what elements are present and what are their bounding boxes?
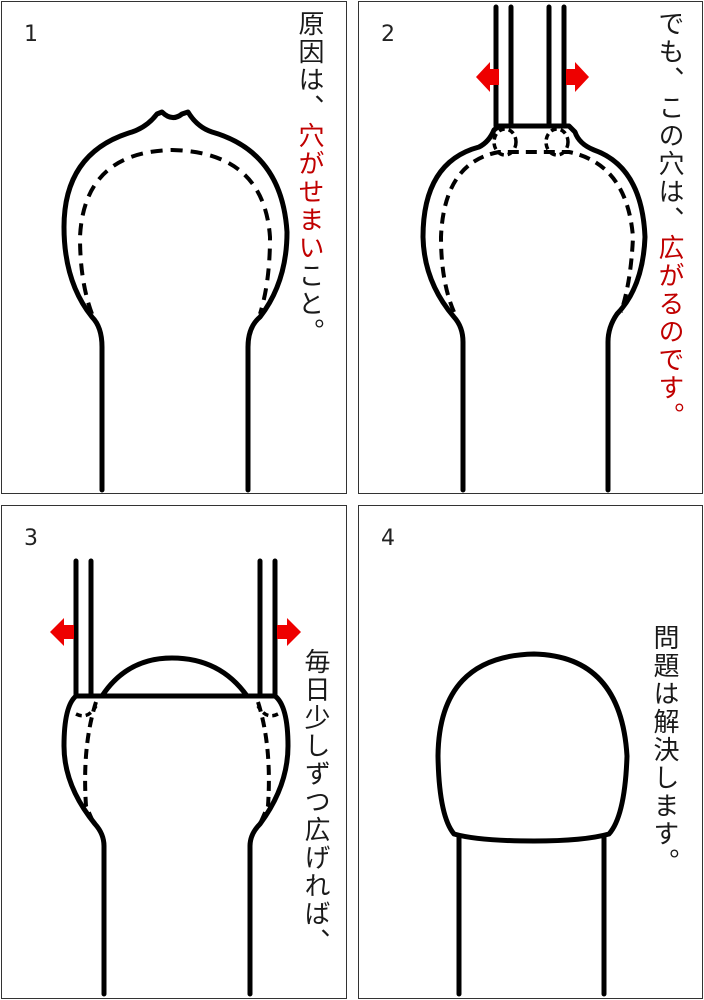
illustration-retracted-glans [435,651,630,997]
panel-number: 2 [381,22,395,47]
illustration-fingers-stretching [420,4,648,493]
illustration-widened-opening [50,558,301,997]
caption: 問題は解決します。 [649,624,679,876]
illustration-narrow-opening [61,109,290,493]
panel-1: 1 原因は、穴がせまいこと。 [1,1,347,494]
panel-number: 3 [24,526,38,551]
caption-highlight: 広がるのです。 [654,234,684,430]
panel-3: 3 毎日少しずつ広げれば、 [1,505,347,999]
caption-highlight: 穴がせまい [294,122,324,262]
red-arrow-right-icon [566,62,589,92]
red-arrow-left-icon [50,618,74,646]
caption: 原因は、穴がせまいこと。 [294,10,324,346]
panel-number: 4 [381,526,395,551]
caption: でも、この穴は、広がるのです。 [654,10,684,430]
red-arrow-left-icon [476,62,499,92]
panel-4: 4 問題は解決します。 [358,505,703,999]
panel-2: 2 でも、この穴は、広がるのです。 [358,1,703,494]
caption: 毎日少しずつ広げれば、 [300,648,330,956]
red-arrow-right-icon [277,618,301,646]
panel-number: 1 [24,22,38,47]
